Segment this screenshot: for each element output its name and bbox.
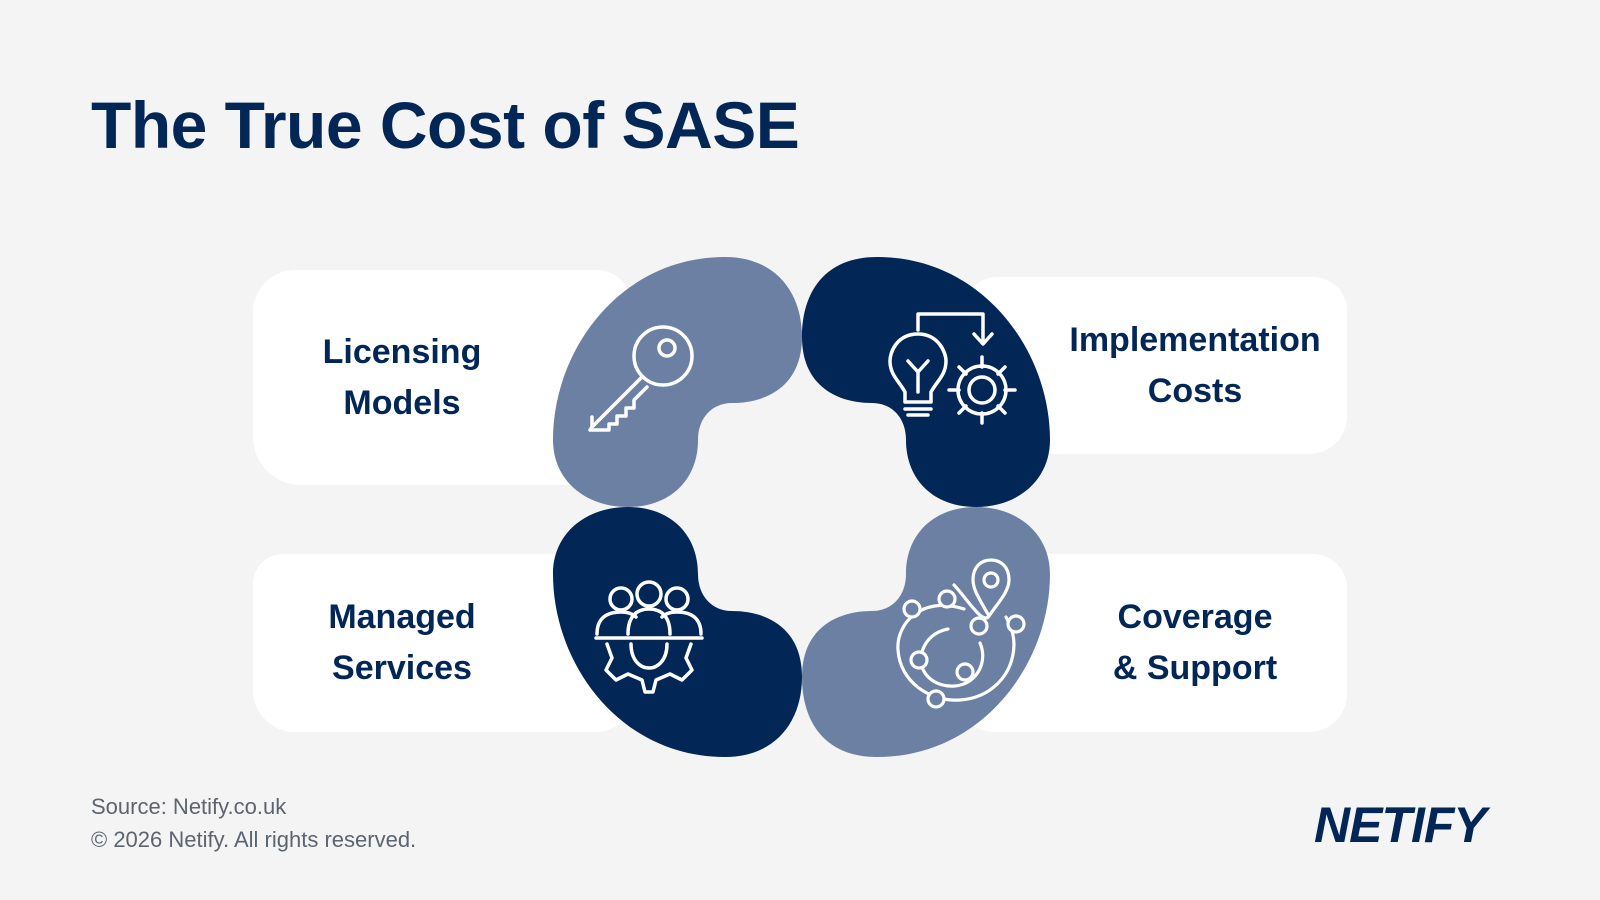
global-location-icon: [896, 558, 1026, 709]
card-label: Coverage & Support: [1113, 592, 1277, 694]
idea-process-icon: [888, 312, 1017, 425]
blob-coverage: [802, 507, 1050, 757]
card-label-line1: Coverage: [1117, 598, 1273, 636]
card-label-line2: Services: [332, 649, 472, 687]
card-label-line1: Managed: [328, 598, 476, 636]
source-footer: Source: Netify.co.uk © 2026 Netify. All …: [91, 790, 416, 856]
source-text: Source: Netify.co.uk: [91, 794, 287, 819]
card-label: Implementation Costs: [1069, 315, 1320, 417]
copyright-text: © 2026 Netify. All rights reserved.: [91, 827, 417, 852]
card-label-line2: & Support: [1112, 649, 1278, 687]
card-label-line2: Models: [343, 383, 461, 422]
card-label: Licensing Models: [323, 327, 482, 429]
page-title: The True Cost of SASE: [91, 88, 800, 162]
team-gear-icon: [594, 580, 704, 694]
card-label-line1: Implementation: [1069, 320, 1321, 359]
card-label-line2: Costs: [1147, 371, 1243, 410]
card-label: Managed Services: [328, 592, 475, 694]
card-label-line1: Licensing: [322, 332, 482, 371]
blob-managed: [553, 507, 802, 757]
blob-implementation: [802, 257, 1050, 507]
key-icon: [588, 325, 694, 432]
netify-logo: NETIFY: [1314, 797, 1487, 853]
